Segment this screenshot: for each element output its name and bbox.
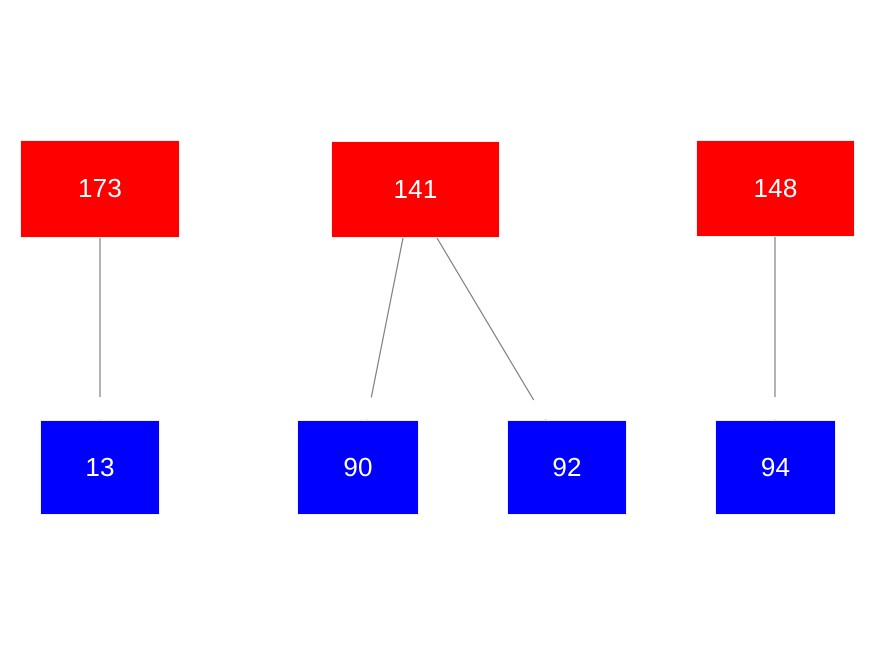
edge-line xyxy=(370,237,404,398)
graph-node-label: 94 xyxy=(760,451,791,482)
graph-edge-141-to-92 xyxy=(436,237,570,451)
graph-node-label: 173 xyxy=(78,173,122,203)
graph-node-173[interactable]: 173 xyxy=(20,140,180,238)
graph-node-92[interactable]: 92 xyxy=(507,420,627,515)
graph-edge-148-to-94 xyxy=(764,237,786,449)
graph-node-label: 13 xyxy=(85,451,115,482)
edge-line xyxy=(436,237,535,401)
graph-node-label: 148 xyxy=(753,172,798,203)
graph-node-148[interactable]: 148 xyxy=(696,140,855,237)
graph-node-label: 90 xyxy=(343,451,373,482)
graph-edge-173-to-13 xyxy=(89,238,111,449)
graph-node-label: 141 xyxy=(393,173,438,204)
graph-edge-141-to-90 xyxy=(350,237,404,451)
graph-node-13[interactable]: 13 xyxy=(40,420,160,515)
graph-node-94[interactable]: 94 xyxy=(715,420,836,515)
graph-node-90[interactable]: 90 xyxy=(297,420,419,515)
graph-node-label: 92 xyxy=(552,451,582,482)
graph-node-141[interactable]: 141 xyxy=(331,141,500,238)
